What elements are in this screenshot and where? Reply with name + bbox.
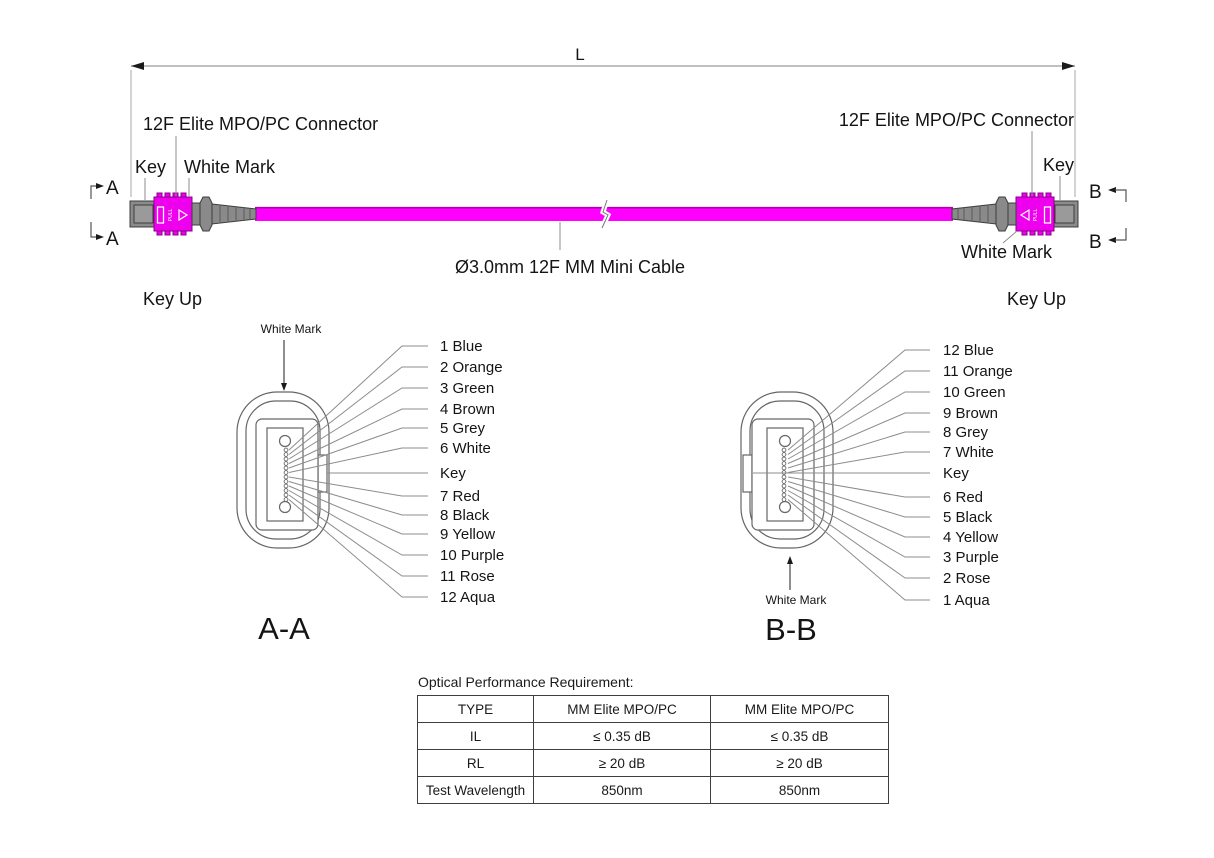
fiber-label: 6 Red (943, 489, 983, 506)
fiber-label: 10 Purple (440, 547, 504, 564)
fiber-label: 9 Brown (943, 405, 998, 422)
section-marker-a-bottom: A (90, 222, 119, 250)
arrow-down-icon (281, 383, 287, 391)
fiber-label: 1 Blue (440, 338, 483, 355)
section-marker-b-top: B (1089, 182, 1127, 203)
section-marker-a-top: A (90, 178, 119, 199)
row-label: Test Wavelength (417, 776, 534, 804)
table-cell: ≥ 20 dB (710, 749, 889, 777)
bb-fiber-labels: 12 Blue 11 Orange 10 Green 9 Brown 8 Gre… (943, 342, 1013, 609)
row-label: TYPE (417, 695, 534, 723)
pull-text-left: PULL (168, 209, 174, 222)
section-arrow-icon (1108, 187, 1116, 193)
bb-white-mark-label: White Mark (766, 593, 828, 607)
aa-title: A-A (258, 611, 310, 646)
table-cell: ≤ 0.35 dB (710, 722, 889, 750)
fiber-label: 5 Black (943, 509, 993, 526)
fiber-label: 7 White (943, 444, 994, 461)
left-white-mark-label: White Mark (184, 157, 276, 177)
table-cell: 850nm (533, 776, 711, 804)
table-cell: ≥ 20 dB (533, 749, 711, 777)
left-leaders (144, 136, 190, 200)
left-connector-label: 12F Elite MPO/PC Connector (143, 114, 378, 134)
fiber-label: 4 Yellow (943, 529, 998, 546)
fiber-label: 11 Orange (943, 363, 1013, 380)
bb-fan-lines (753, 349, 930, 601)
length-label: L (575, 45, 584, 64)
aa-key-label: Key (440, 465, 466, 482)
fiber-label: 9 Yellow (440, 526, 495, 543)
right-key-label: Key (1043, 155, 1074, 175)
row-label: RL (417, 749, 534, 777)
right-key-up-label: Key Up (1007, 289, 1066, 309)
fiber-label: 6 White (440, 440, 491, 457)
section-letter-a: A (106, 178, 119, 199)
face-view-aa: 1 Blue 2 Orange 3 Green 4 Brown 5 Grey 6… (236, 322, 504, 646)
aa-white-mark-label: White Mark (261, 322, 323, 336)
table-cell: MM Elite MPO/PC (710, 695, 889, 723)
fiber-label: 12 Aqua (440, 589, 496, 606)
right-connector-label: 12F Elite MPO/PC Connector (839, 110, 1074, 130)
row-label: IL (417, 722, 534, 750)
right-connector (951, 192, 1079, 236)
fiber-label: 3 Purple (943, 549, 999, 566)
arrow-up-icon (787, 556, 793, 564)
dim-arrow-right-icon (1062, 62, 1075, 70)
section-letter-b: B (1089, 182, 1102, 203)
cable-label: Ø3.0mm 12F MM Mini Cable (455, 257, 685, 277)
dimension-l: L (130, 45, 1076, 197)
fiber-label: 5 Grey (440, 420, 486, 437)
fiber-label: 4 Brown (440, 401, 495, 418)
left-connector (129, 192, 257, 236)
bb-key-label: Key (943, 465, 969, 482)
fiber-label: 2 Rose (943, 570, 991, 587)
fiber-label: 12 Blue (943, 342, 994, 359)
fiber-label: 2 Orange (440, 359, 503, 376)
table-row: TYPE MM Elite MPO/PC MM Elite MPO/PC (417, 695, 889, 723)
table-cell: ≤ 0.35 dB (533, 722, 711, 750)
table-row: RL ≥ 20 dB ≥ 20 dB (417, 749, 889, 777)
table-cell: 850nm (710, 776, 889, 804)
pull-text-right: PULL (1033, 209, 1039, 222)
aa-fiber-labels: 1 Blue 2 Orange 3 Green 4 Brown 5 Grey 6… (440, 338, 504, 606)
aa-fan-lines (288, 345, 428, 598)
section-arrow-icon (1108, 237, 1116, 243)
table-row: Test Wavelength 850nm 850nm (417, 776, 889, 804)
fiber-label: 3 Green (440, 380, 494, 397)
cable-break-icon (601, 199, 609, 229)
section-arrow-icon (96, 183, 104, 189)
fiber-label: 11 Rose (440, 568, 495, 585)
bb-title: B-B (765, 612, 817, 647)
optical-performance-section: Optical Performance Requirement: TYPE MM… (417, 674, 891, 804)
fiber-label: 8 Grey (943, 424, 989, 441)
fiber-label: 10 Green (943, 384, 1006, 401)
section-letter-b: B (1089, 232, 1102, 253)
face-view-bb: 12 Blue 11 Orange 10 Green 9 Brown 8 Gre… (740, 342, 1013, 647)
optical-performance-table: TYPE MM Elite MPO/PC MM Elite MPO/PC IL … (417, 695, 889, 804)
fiber-label: 7 Red (440, 488, 480, 505)
right-leaders (1002, 131, 1061, 244)
section-arrow-icon (96, 234, 104, 240)
table-title: Optical Performance Requirement: (418, 674, 634, 690)
dim-arrow-left-icon (131, 62, 144, 70)
fiber-label: 8 Black (440, 507, 490, 524)
cable-assembly: PULL PULL (129, 192, 1079, 236)
right-white-mark-label: White Mark (961, 242, 1053, 262)
section-letter-a: A (106, 229, 119, 250)
section-marker-b-bottom: B (1089, 228, 1127, 253)
left-key-label: Key (135, 157, 166, 177)
table-cell: MM Elite MPO/PC (533, 695, 711, 723)
left-key-up-label: Key Up (143, 289, 202, 309)
fiber-label: 1 Aqua (943, 592, 990, 609)
table-row: IL ≤ 0.35 dB ≤ 0.35 dB (417, 722, 889, 750)
